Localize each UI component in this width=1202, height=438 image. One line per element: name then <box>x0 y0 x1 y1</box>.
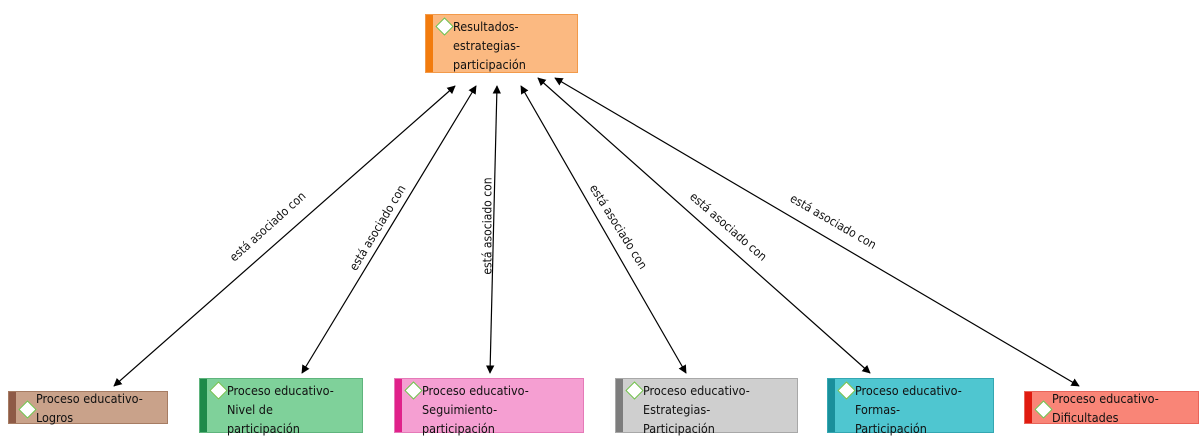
node-label-line-2: Participación <box>643 421 715 436</box>
center-node-resultados[interactable]: Resultados-estrategias- participación <box>425 14 578 73</box>
node-label-line-2: participación <box>227 421 300 436</box>
node-color-bar <box>616 379 623 432</box>
edge-line-seguimiento[interactable] <box>485 85 502 374</box>
edge-label-logros: está asociado con <box>227 189 309 264</box>
node-label-line-1: Proceso educativo-Seguimiento- <box>422 383 529 417</box>
edge-line-nivel[interactable] <box>301 85 477 374</box>
node-label-line-1: Proceso educativo-Estrategias- <box>643 383 750 417</box>
node-color-bar <box>828 379 835 432</box>
edge-line-formas[interactable] <box>537 77 871 374</box>
node-color-bar <box>426 15 433 72</box>
node-proceso-dificultades[interactable]: Proceso educativo-Dificultades <box>1024 390 1199 425</box>
node-label-line-1: Proceso educativo-Nivel de <box>227 383 334 417</box>
node-label-line-1: Proceso educativo-Formas- <box>855 383 962 417</box>
center-node-label-line-2: participación <box>453 57 526 72</box>
center-node-label-line-1: Resultados-estrategias- <box>453 19 521 53</box>
edge-label-estrategias: está asociado con <box>587 182 650 272</box>
node-proceso-seguimiento-participacion[interactable]: Proceso educativo-Seguimiento- participa… <box>394 378 584 436</box>
node-proceso-estrategias-participacion[interactable]: Proceso educativo-Estrategias- Participa… <box>615 378 798 436</box>
node-color-bar <box>200 379 207 432</box>
node-label-line-2: participación <box>422 421 495 436</box>
edge-line-estrategias[interactable] <box>520 85 687 374</box>
node-label-line-2: Participación <box>855 421 927 436</box>
edge-line-dificultades[interactable] <box>554 77 1080 387</box>
node-color-bar <box>1025 392 1032 423</box>
node-color-bar <box>395 379 402 432</box>
edge-label-dificultades: está asociado con <box>788 191 879 252</box>
edge-label-formas: está asociado con <box>687 189 770 263</box>
edge-label-nivel: está asociado con <box>347 182 409 273</box>
node-proceso-logros[interactable]: Proceso educativo-Logros <box>8 390 168 425</box>
node-label-line-1: Proceso educativo-Logros <box>36 390 143 425</box>
node-proceso-nivel-participacion[interactable]: Proceso educativo-Nivel de participación <box>199 378 363 436</box>
edge-label-seguimiento: está asociado con <box>481 177 495 274</box>
node-label-line-1: Proceso educativo-Dificultades <box>1052 390 1159 425</box>
node-proceso-formas-participacion[interactable]: Proceso educativo-Formas- Participación <box>827 378 994 436</box>
edge-line-logros[interactable] <box>113 85 456 387</box>
node-color-bar <box>9 392 16 423</box>
